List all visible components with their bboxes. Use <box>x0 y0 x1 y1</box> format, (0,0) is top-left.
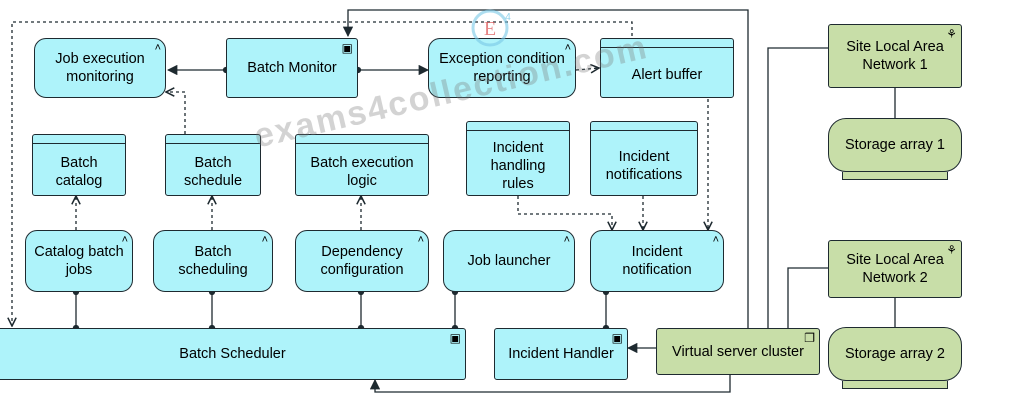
incident-handling-rules-label: Incident handling rules <box>490 139 546 192</box>
dependency-configuration-label: Dependency configuration <box>320 244 404 278</box>
batch-monitor-component[interactable]: Batch Monitor ▣ <box>226 38 358 98</box>
incident-notifications-label: Incident notifications <box>605 148 683 183</box>
watermark-logo-digit: 4 <box>505 12 511 23</box>
dependency-configuration-function[interactable]: Dependency configuration ˄ <box>295 230 429 292</box>
component-icon: ▣ <box>449 331 461 345</box>
storage-array-2-base <box>842 381 948 389</box>
incident-handler-component[interactable]: Incident Handler ▣ <box>494 328 628 380</box>
network-icon: ⚘ <box>946 27 957 41</box>
batch-monitor-label: Batch Monitor <box>247 60 337 76</box>
watermark-logo: E 4 <box>471 9 511 47</box>
function-chevron-icon: ˄ <box>712 234 719 246</box>
incident-notification-label: Incident notification <box>622 244 692 278</box>
batch-execution-logic-label: Batch execution logic <box>310 155 414 189</box>
alert-buffer-label: Alert buffer <box>631 67 703 83</box>
component-icon: ▣ <box>341 41 353 55</box>
incident-handler-label: Incident Handler <box>508 346 614 362</box>
edge-rules-to-notification <box>517 196 612 230</box>
edge-cluster-to-lan2 <box>787 267 828 328</box>
job-launcher-label: Job launcher <box>467 253 551 269</box>
site-lan-2-network[interactable]: Site Local Area Network 2 ⚘ <box>828 240 962 298</box>
function-chevron-icon: ˄ <box>261 234 268 246</box>
node-box-icon: ❐ <box>804 331 815 345</box>
storage-array-1-base <box>842 172 948 180</box>
edge-cluster-to-lan1 <box>767 47 828 328</box>
watermark-logo-letter: E <box>484 18 496 40</box>
batch-catalog-label: Batch catalog <box>55 155 103 189</box>
incident-notifications-data-object[interactable]: Incident notifications <box>590 121 698 196</box>
batch-scheduling-label: Batch scheduling <box>178 244 248 278</box>
network-icon: ⚘ <box>946 243 957 257</box>
catalog-batch-jobs-label: Catalog batch jobs <box>34 244 124 278</box>
job-execution-monitoring-label: Job execution monitoring <box>55 51 145 85</box>
incident-notification-function[interactable]: Incident notification ˄ <box>590 230 724 292</box>
edge-schedule-to-jobmon <box>166 92 186 134</box>
storage-array-2-label: Storage array 2 <box>845 346 945 362</box>
job-execution-monitoring-function[interactable]: Job execution monitoring ˄ <box>34 38 166 98</box>
function-chevron-icon: ˄ <box>563 234 570 246</box>
job-launcher-function[interactable]: Job launcher ˄ <box>443 230 575 292</box>
catalog-batch-jobs-function[interactable]: Catalog batch jobs ˄ <box>25 230 133 292</box>
site-lan-1-network[interactable]: Site Local Area Network 1 ⚘ <box>828 24 962 88</box>
edge-exception-to-alert <box>575 68 599 70</box>
function-chevron-icon: ˄ <box>417 234 424 246</box>
storage-array-1-device[interactable]: Storage array 1 <box>828 118 962 172</box>
component-icon: ▣ <box>611 331 623 345</box>
batch-schedule-label: Batch schedule <box>183 155 243 189</box>
batch-catalog-data-object[interactable]: Batch catalog <box>32 134 126 196</box>
site-lan-1-label: Site Local Area Network 1 <box>846 39 944 73</box>
virtual-server-cluster-node[interactable]: Virtual server cluster ❐ <box>656 328 820 375</box>
incident-handling-rules-data-object[interactable]: Incident handling rules <box>466 121 570 196</box>
batch-schedule-data-object[interactable]: Batch schedule <box>165 134 261 196</box>
storage-array-1-label: Storage array 1 <box>845 137 945 153</box>
function-chevron-icon: ˄ <box>154 42 161 54</box>
virtual-server-cluster-label: Virtual server cluster <box>672 343 804 360</box>
batch-scheduler-label: Batch Scheduler <box>179 346 286 362</box>
function-chevron-icon: ˄ <box>121 234 128 246</box>
edge-cluster-to-monitor <box>342 9 749 328</box>
site-lan-2-label: Site Local Area Network 2 <box>846 252 944 286</box>
edge-cluster-to-scheduler <box>369 375 731 393</box>
batch-scheduling-function[interactable]: Batch scheduling ˄ <box>153 230 273 292</box>
edge-alert-to-scheduler <box>12 21 633 326</box>
batch-scheduler-component[interactable]: Batch Scheduler ▣ <box>0 328 466 380</box>
storage-array-2-device[interactable]: Storage array 2 <box>828 327 962 381</box>
function-chevron-icon: ˄ <box>564 42 571 54</box>
